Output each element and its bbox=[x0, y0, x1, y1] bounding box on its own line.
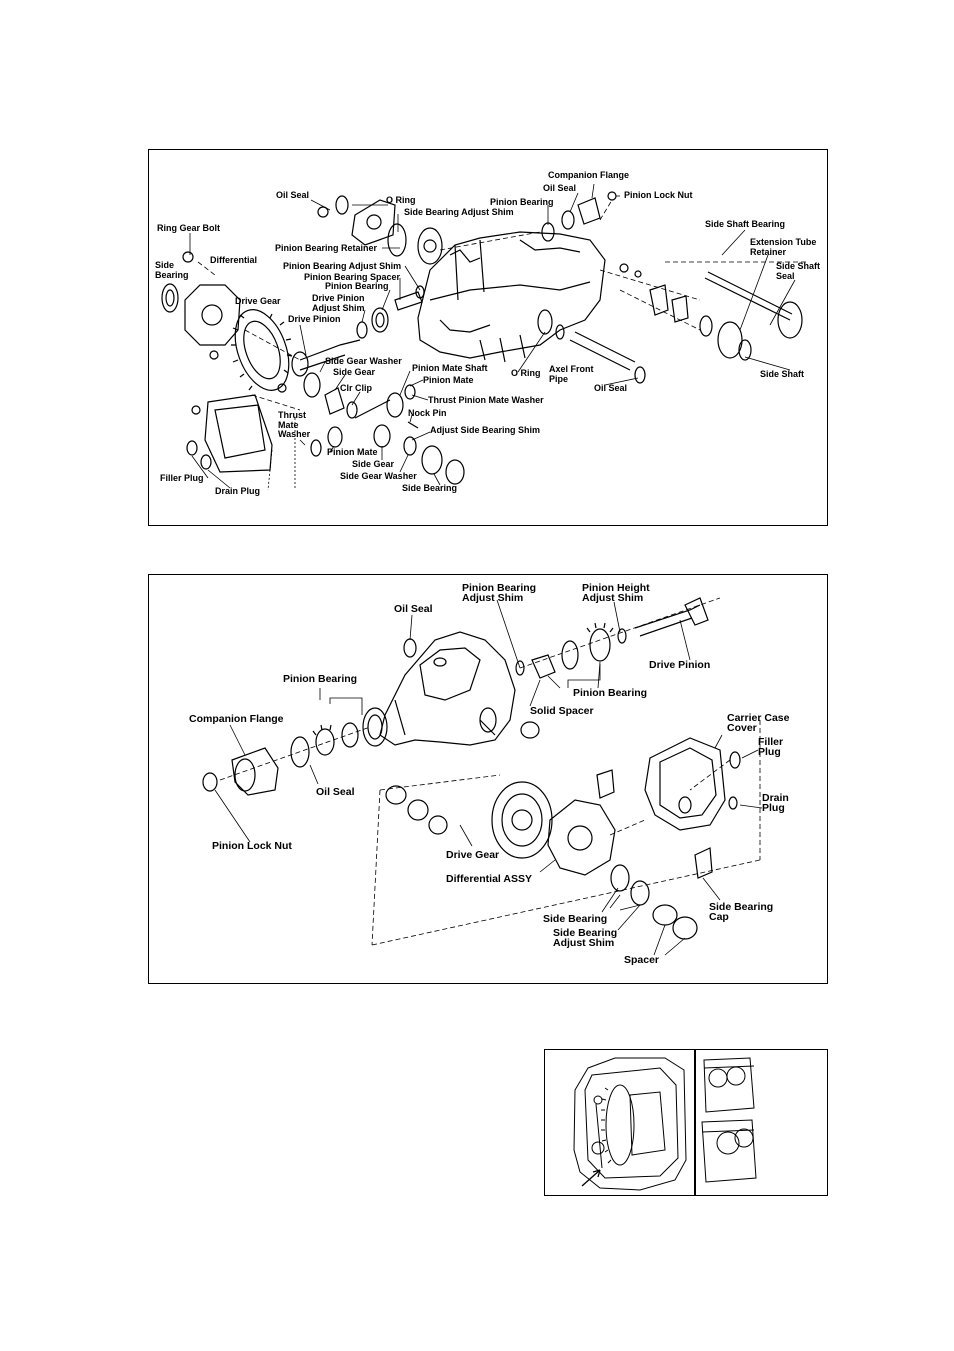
d1-label-side-shaft: Side Shaft bbox=[760, 369, 805, 379]
carrier-case bbox=[380, 632, 515, 745]
d1-label-o-ring: O Ring bbox=[386, 195, 416, 205]
d1-label-extension-tube-retainer: Extension Tube Retainer bbox=[750, 237, 817, 257]
d1-label-drive-pinion: Drive Pinion bbox=[288, 314, 341, 324]
d1-label-oil-seal: Oil Seal bbox=[276, 190, 310, 200]
d1-label-thrust-mate-washer: Thrust Mate Washer bbox=[278, 410, 311, 439]
d1-label-side-bearing-2: Side Bearing bbox=[402, 483, 458, 493]
d2-label-drain-plug: Drain Plug bbox=[762, 792, 789, 814]
d2-label-drive-pinion: Drive Pinion bbox=[649, 659, 711, 671]
companion-flange bbox=[232, 748, 278, 795]
d1-label-pinion-bearing: Pinion Bearing bbox=[490, 197, 554, 207]
d1-label-side-gear-washer-2: Side Gear Washer bbox=[340, 471, 417, 481]
carrier-case-cover bbox=[645, 738, 725, 830]
d2-label-drive-gear: Drive Gear bbox=[446, 849, 500, 861]
carrier-housing bbox=[418, 232, 605, 358]
d2-label-differential-assy: Differential ASSY bbox=[446, 873, 532, 885]
d1-label-pinion-bearing-spacer: Pinion Bearing Spacer bbox=[304, 272, 401, 282]
d2-label-pinion-bearing: Pinion Bearing bbox=[283, 673, 358, 685]
shim-package-top bbox=[704, 1058, 754, 1112]
d2-label-spacer: Spacer bbox=[624, 954, 660, 966]
shim-package-bottom bbox=[702, 1120, 756, 1182]
differential-case bbox=[185, 285, 240, 345]
d1-label-clr-clip: Clr Clip bbox=[340, 383, 373, 393]
d1-label-thrust-pinion-mate-washer: Thrust Pinion Mate Washer bbox=[428, 395, 544, 405]
d1-label-axel-front-pipe: Axel Front Pipe bbox=[549, 364, 594, 384]
d2-label-pinion-lock-nut: Pinion Lock Nut bbox=[212, 840, 292, 852]
d1-label-drive-pinion-adjust-shim: Drive Pinion Adjust Shim bbox=[312, 293, 365, 313]
ring-gear bbox=[225, 302, 299, 397]
d1-label-pinion-bearing-adjust-shim: Pinion Bearing Adjust Shim bbox=[283, 261, 402, 271]
d2-label-filler-plug: Filler Plug bbox=[758, 736, 784, 758]
d1-label-side-shaft-seal: Side Shaft Seal bbox=[776, 261, 821, 281]
d1-label-oil-seal-2: Oil Seal bbox=[594, 383, 628, 393]
d1-label-adjust-side-bearing-shim: Adjust Side Bearing Shim bbox=[430, 425, 541, 435]
d2-label-solid-spacer: Solid Spacer bbox=[530, 705, 594, 717]
photo-panel-frame bbox=[544, 1049, 828, 1196]
drive-gear bbox=[492, 782, 552, 858]
d2-label-side-bearing: Side Bearing bbox=[543, 913, 608, 925]
drive-pinion-shaft bbox=[635, 605, 700, 636]
d2-label-side-bearing-cap: Side Bearing Cap bbox=[709, 901, 774, 923]
photo-panel-divider bbox=[694, 1049, 696, 1196]
differential-assy bbox=[548, 800, 615, 875]
d2-label-pinion-bearing-adjust-shim: Pinion Bearing Adjust Shim bbox=[462, 582, 537, 604]
d1-label-ring-gear-bolt: Ring Gear Bolt bbox=[157, 223, 221, 233]
d1-label-companion-flange: Companion Flange bbox=[548, 170, 629, 180]
cover-interior-sketch bbox=[574, 1058, 686, 1190]
d1-label-side-gear: Side Gear bbox=[333, 367, 376, 377]
d1-label-differential: Differential bbox=[210, 255, 258, 265]
d1-label-filler-plug: Filler Plug bbox=[160, 473, 204, 483]
d1-label-pinion-lock-nut: Pinion Lock Nut bbox=[624, 190, 693, 200]
d1-label-side-bearing-adjust-shim: Side Bearing Adjust Shim bbox=[404, 207, 514, 217]
d1-label-pinion-bearing-retainer: Pinion Bearing Retainer bbox=[275, 243, 378, 253]
d2-label-pinion-height-adjust-shim: Pinion Height Adjust Shim bbox=[582, 582, 650, 604]
d1-label-pinion-mate-shaft: Pinion Mate Shaft bbox=[412, 363, 488, 373]
d1-label-pinion-bearing-2: Pinion Bearing bbox=[325, 281, 389, 291]
d1-label-side-gear-2: Side Gear bbox=[352, 459, 395, 469]
d1-label-drain-plug: Drain Plug bbox=[215, 486, 261, 496]
d2-label-carrier-case-cover: Carrier Case Cover bbox=[727, 712, 790, 734]
d1-label-drive-gear: Drive Gear bbox=[235, 296, 281, 306]
d2-label-companion-flange: Companion Flange bbox=[189, 713, 284, 725]
d1-label-pinion-mate-2: Pinion Mate bbox=[327, 447, 378, 457]
d1-label-nock-pin: Nock Pin bbox=[408, 408, 447, 418]
d1-label-o-ring-2: O Ring bbox=[511, 368, 541, 378]
d1-label-side-bearing: Side Bearing bbox=[155, 260, 189, 280]
d2-label-oil-seal: Oil Seal bbox=[394, 603, 433, 615]
d1-label-side-gear-washer: Side Gear Washer bbox=[325, 356, 402, 366]
d1-label-oil-seal-top: Oil Seal bbox=[543, 183, 577, 193]
diagram-1-frame bbox=[148, 149, 828, 526]
d2-label-pinion-bearing-2: Pinion Bearing bbox=[573, 687, 648, 699]
d1-label-side-shaft-bearing: Side Shaft Bearing bbox=[705, 219, 786, 229]
d1-label-pinion-mate: Pinion Mate bbox=[423, 375, 474, 385]
d2-label-side-bearing-adjust-shim: Side Bearing Adjust Shim bbox=[553, 927, 618, 949]
d2-label-oil-seal-2: Oil Seal bbox=[316, 786, 355, 798]
